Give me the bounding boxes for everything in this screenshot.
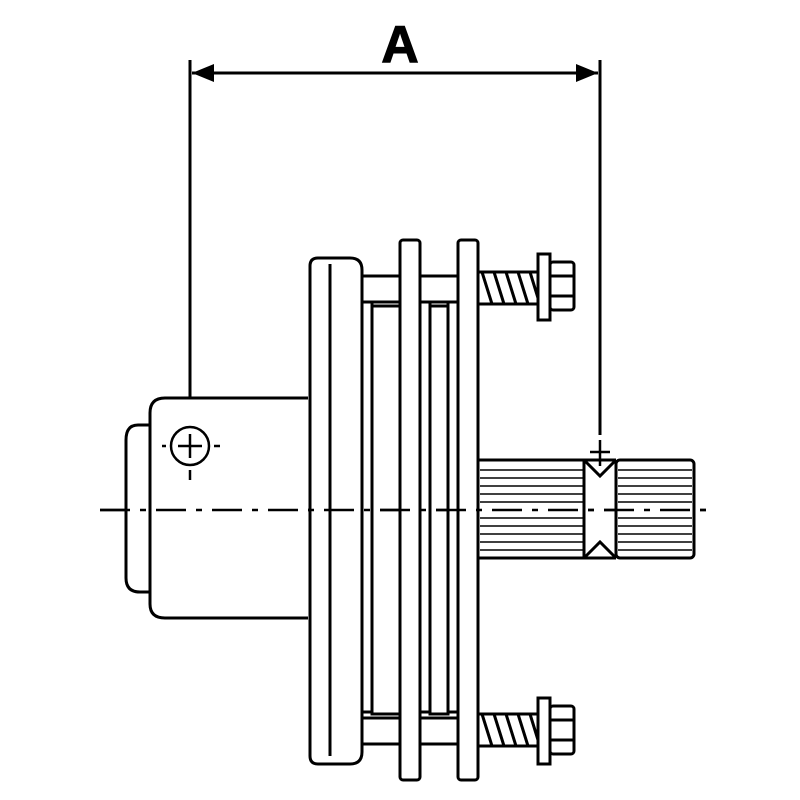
pressure-plates	[398, 238, 480, 782]
spring-bolt-top	[476, 252, 576, 322]
dimension-label: A	[381, 16, 419, 74]
spring-bolt-bottom	[476, 696, 576, 766]
bolt-bushings	[360, 274, 460, 746]
spline-teeth	[480, 469, 692, 551]
dimension-arrow-right	[576, 64, 598, 82]
dimension-a: A	[188, 16, 602, 435]
dimension-arrow-left	[192, 64, 214, 82]
groove-marker	[590, 440, 610, 466]
yoke-hub	[124, 396, 308, 620]
cross-hole-icon	[162, 425, 220, 480]
